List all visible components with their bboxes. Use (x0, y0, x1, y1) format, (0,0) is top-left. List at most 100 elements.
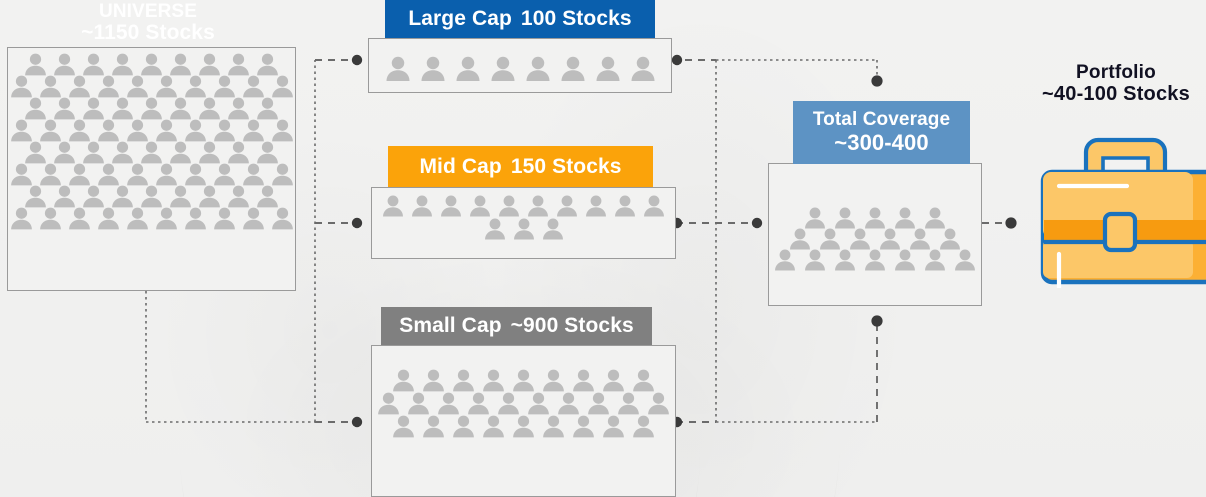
person-icon (925, 249, 945, 271)
people-row (8, 206, 296, 233)
portfolio-title: Portfolio (1076, 62, 1156, 83)
person-icon (835, 207, 855, 229)
people-row (22, 52, 281, 79)
small-cap-value: ~900 Stocks (510, 314, 634, 337)
people-row (380, 194, 667, 220)
person-icon (242, 163, 264, 186)
person-icon (242, 75, 264, 98)
person-icon (54, 53, 75, 76)
person-icon (441, 195, 461, 217)
total-coverage-header: Total Coverage ~300-400 (793, 101, 970, 164)
person-icon (513, 415, 534, 438)
person-icon (271, 119, 293, 142)
person-icon (170, 185, 191, 208)
person-icon (83, 141, 104, 164)
person-icon (378, 392, 399, 415)
person-icon (39, 75, 61, 98)
person-icon (453, 415, 474, 438)
person-icon (199, 141, 220, 164)
connector-dot-mid-cap-in (351, 217, 363, 229)
small-cap-people-grid (372, 346, 675, 496)
people-row (22, 140, 281, 167)
people-row (375, 391, 672, 418)
total-coverage-count: ~300-400 (834, 129, 929, 155)
person-icon (483, 415, 504, 438)
people-row (802, 206, 948, 232)
person-icon (184, 163, 206, 186)
universe-panel (7, 47, 296, 291)
person-icon (526, 56, 549, 81)
person-icon (83, 185, 104, 208)
person-icon (880, 228, 900, 250)
person-icon (54, 97, 75, 120)
person-icon (97, 75, 119, 98)
person-icon (470, 195, 490, 217)
person-icon (10, 163, 32, 186)
person-icon (573, 369, 594, 392)
connector-dot-coverage-in (751, 217, 763, 229)
person-icon (850, 228, 870, 250)
person-icon (213, 75, 235, 98)
person-icon (805, 207, 825, 229)
person-icon (126, 207, 148, 230)
person-icon (54, 141, 75, 164)
person-icon (513, 369, 534, 392)
person-icon (228, 53, 249, 76)
total-coverage-title: Total Coverage (812, 109, 951, 131)
person-icon (25, 97, 46, 120)
person-icon (155, 163, 177, 186)
person-icon (790, 228, 810, 250)
person-icon (68, 75, 90, 98)
person-icon (423, 415, 444, 438)
people-row (772, 248, 978, 274)
person-icon (558, 392, 579, 415)
mid-cap-panel (371, 187, 676, 259)
person-icon (383, 195, 403, 217)
person-icon (586, 195, 606, 217)
person-icon (68, 119, 90, 142)
person-icon (257, 97, 278, 120)
person-icon (618, 392, 639, 415)
person-icon (112, 141, 133, 164)
large-cap-label: Large Cap (408, 7, 512, 30)
person-icon (865, 249, 885, 271)
universe-header-title: UNIVERSE (99, 0, 197, 22)
person-icon (561, 56, 584, 81)
connector-dot-coverage-bottom (871, 315, 883, 327)
person-icon (228, 185, 249, 208)
person-icon (484, 218, 505, 240)
connector-dot-large-cap-out (671, 54, 683, 66)
person-icon (573, 415, 594, 438)
person-icon (895, 207, 915, 229)
person-icon (543, 369, 564, 392)
person-icon (557, 195, 577, 217)
person-icon (97, 207, 119, 230)
people-row (787, 227, 963, 253)
person-icon (25, 185, 46, 208)
person-icon (141, 53, 162, 76)
person-icon (199, 97, 220, 120)
people-row (390, 368, 657, 395)
person-icon (141, 141, 162, 164)
person-icon (68, 163, 90, 186)
people-row (22, 96, 281, 123)
person-icon (543, 415, 564, 438)
person-icon (228, 141, 249, 164)
person-icon (39, 163, 61, 186)
person-icon (170, 97, 191, 120)
person-icon (141, 97, 162, 120)
person-icon (528, 195, 548, 217)
person-icon (805, 249, 825, 271)
person-icon (170, 141, 191, 164)
person-icon (213, 207, 235, 230)
total-coverage-people-grid (769, 164, 981, 305)
person-icon (393, 369, 414, 392)
people-row (8, 162, 296, 189)
person-icon (421, 56, 444, 81)
person-icon (528, 392, 549, 415)
person-icon (865, 207, 885, 229)
person-icon (155, 207, 177, 230)
connector-dot-portfolio-in (1005, 217, 1017, 229)
person-icon (126, 119, 148, 142)
